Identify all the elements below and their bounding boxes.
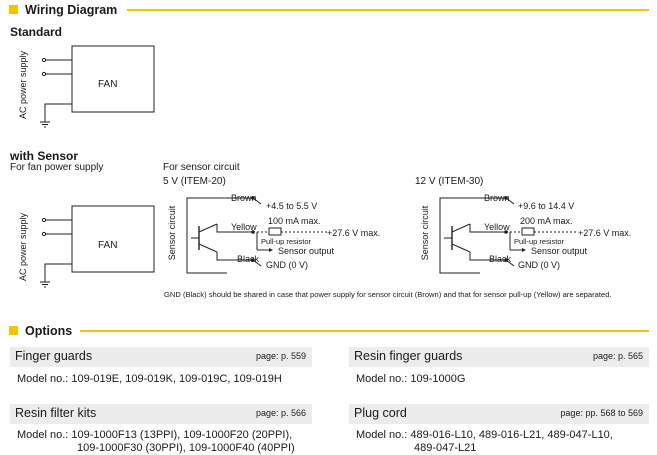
gnd-12v: GND (0 V) [518, 260, 561, 270]
wiring-diagram-title: Wiring Diagram [25, 3, 118, 17]
option-page: page: pp. 568 to 569 [560, 408, 643, 418]
option-model-cont: 109-1000F30 (30PPI), 109-1000F40 (40PPI) [77, 442, 295, 454]
sensor-circuit-header: For sensor circuit [163, 162, 240, 173]
yellow-label-5v: Yellow [231, 222, 257, 232]
option-model: Model no.: 109-1000F13 (13PPI), 109-1000… [17, 429, 293, 441]
option-title: Resin filter kits [15, 406, 97, 420]
option-model: Model no.: 109-019E, 109-019K, 109-019C,… [17, 373, 282, 385]
circuit-12v-header: 12 V (ITEM-30) [415, 176, 484, 187]
sensor-output-12v: Sensor output [531, 246, 588, 256]
pullup-resistor-5v: Pull-up resistor [261, 237, 312, 246]
option-title: Finger guards [15, 349, 93, 363]
option-model: Model no.: 489-016-L10, 489-016-L21, 489… [356, 429, 613, 441]
voltage-range-12v: +9.6 to 14.4 V [518, 201, 575, 211]
options-title: Options [25, 324, 73, 338]
voltage-range-5v: +4.5 to 5.5 V [266, 201, 318, 211]
yellow-label-12v: Yellow [484, 222, 510, 232]
option-title: Plug cord [354, 406, 407, 420]
option-page: page: p. 566 [255, 408, 306, 418]
option-resin-finger-guards: Resin finger guards page: p. 565 [349, 347, 649, 367]
sensor-circuit-label-5v: Sensor circuit [167, 205, 177, 261]
sensor-output-5v: Sensor output [278, 246, 335, 256]
fan-power-label: For fan power supply [10, 162, 104, 173]
current-12v: 200 mA max. [520, 216, 573, 226]
section-marker-icon [9, 5, 18, 14]
ac-power-label-sensor: AC power supply [18, 212, 28, 282]
fan-label: FAN [98, 79, 118, 90]
option-finger-guards: Finger guards page: p. 559 [10, 347, 312, 367]
pullup-resistor-12v: Pull-up resistor [514, 237, 565, 246]
sensor-circuit-5v [186, 196, 327, 274]
option-model-cont: 489-047-L21 [414, 442, 477, 454]
black-label-5v: Black [237, 254, 260, 264]
sensor-fan-diagram [40, 205, 155, 288]
option-model: Model no.: 109-1000G [356, 373, 466, 385]
pullup-voltage-12v: +27.6 V max. [578, 228, 632, 238]
section-marker-icon [9, 326, 18, 335]
section-rule [127, 9, 649, 11]
circuit-5v-header: 5 V (ITEM-20) [163, 176, 226, 187]
fan-label-sensor: FAN [98, 240, 118, 251]
standard-wiring-diagram [40, 45, 155, 128]
wiring-diagram-header: Wiring Diagram [9, 2, 649, 18]
option-plug-cord: Plug cord page: pp. 568 to 569 [349, 404, 649, 424]
options-header: Options [9, 323, 649, 339]
pullup-voltage-5v: +27.6 V max. [327, 228, 381, 238]
option-page: page: p. 565 [592, 351, 643, 361]
gnd-note: GND (Black) should be shared in case tha… [164, 290, 612, 299]
standard-label: Standard [10, 25, 63, 39]
option-title: Resin finger guards [354, 349, 463, 363]
option-page: page: p. 559 [255, 351, 306, 361]
brown-label-5v: Brown [231, 193, 257, 203]
with-sensor-label: with Sensor [10, 149, 79, 163]
gnd-5v: GND (0 V) [266, 260, 309, 270]
black-label-12v: Black [489, 254, 512, 264]
section-rule [80, 330, 649, 332]
current-5v: 100 mA max. [268, 216, 321, 226]
brown-label-12v: Brown [484, 193, 510, 203]
ac-power-label: AC power supply [18, 50, 28, 120]
sensor-circuit-label-12v: Sensor circuit [420, 205, 430, 261]
option-resin-filter-kits: Resin filter kits page: p. 566 [10, 404, 312, 424]
sensor-circuit-12v [439, 196, 578, 274]
